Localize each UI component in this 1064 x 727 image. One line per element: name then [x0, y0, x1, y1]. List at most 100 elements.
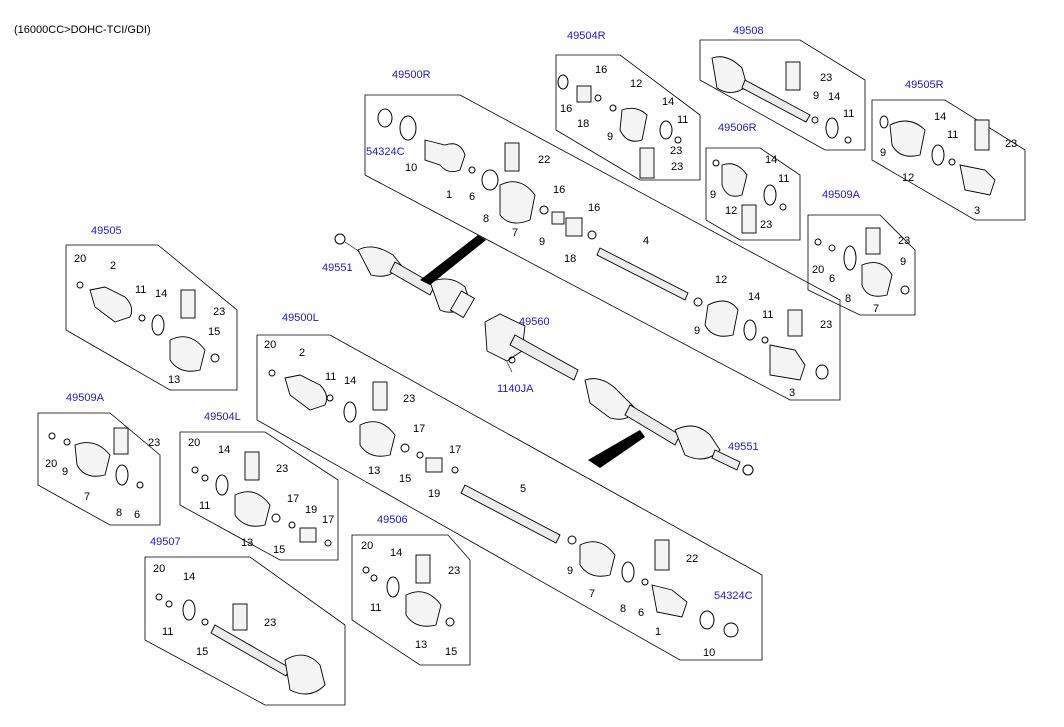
label-49504R[interactable]: 49504R — [567, 30, 606, 42]
label-49551-lower[interactable]: 49551 — [728, 441, 759, 453]
label-49509A-left[interactable]: 49509A — [66, 392, 105, 404]
part-label: 22 — [686, 553, 698, 565]
part-label: 11 — [162, 626, 173, 638]
label-49506[interactable]: 49506 — [377, 514, 408, 526]
part-label: 20 — [361, 540, 373, 552]
label-54324C-right[interactable]: 54324C — [366, 146, 405, 158]
part-label: 11 — [325, 371, 336, 383]
part-label: 9 — [62, 466, 68, 478]
label-49508[interactable]: 49508 — [733, 25, 764, 37]
part-label: 2 — [110, 260, 116, 272]
label-49500L[interactable]: 49500L — [282, 312, 319, 324]
part-label: 20 — [812, 264, 824, 276]
part-label: 14 — [748, 291, 760, 303]
frame-49504R — [555, 54, 701, 181]
label-49560[interactable]: 49560 — [519, 316, 550, 328]
part-label: 2 — [299, 347, 305, 359]
part-label: 1 — [446, 189, 452, 201]
part-label: 20 — [74, 253, 86, 265]
part-label: 20 — [264, 339, 276, 351]
part-label: 14 — [155, 288, 167, 300]
part-label: 3 — [974, 205, 980, 217]
part-label: 22 — [538, 154, 550, 166]
part-label: 13 — [415, 639, 427, 651]
part-label: 11 — [947, 129, 958, 141]
part-label: 23 — [213, 306, 225, 318]
part-label: 7 — [84, 491, 90, 503]
intermediate-shaft[interactable] — [484, 313, 579, 381]
part-label: 14 — [218, 444, 230, 456]
part-label: 6 — [829, 273, 835, 285]
part-label: 23 — [898, 235, 910, 247]
label-54324C-left[interactable]: 54324C — [714, 590, 753, 602]
part-label: 11 — [135, 284, 146, 296]
label-49504L[interactable]: 49504L — [204, 411, 241, 423]
part-label: 11 — [778, 173, 789, 185]
part-label: 23 — [148, 437, 160, 449]
part-label: 10 — [405, 162, 417, 174]
part-label: 9 — [694, 325, 700, 337]
left-drive-shaft[interactable] — [584, 378, 754, 476]
label-1140JA[interactable]: 1140JA — [497, 383, 534, 395]
frame-49509A-left — [37, 412, 161, 526]
part-label: 12 — [902, 172, 914, 184]
part-label: 8 — [845, 293, 851, 305]
part-label: 14 — [828, 91, 840, 103]
shaft-49508[interactable] — [711, 56, 811, 123]
part-label: 23 — [276, 463, 288, 475]
part-label: 23 — [448, 565, 460, 577]
part-label: 17 — [322, 514, 334, 526]
part-label: 14 — [765, 154, 777, 166]
part-label: 8 — [483, 213, 489, 225]
part-label: 14 — [344, 375, 356, 387]
part-label: 16 — [553, 184, 565, 196]
part-label: 14 — [934, 111, 946, 123]
frame-49500L — [256, 334, 763, 661]
part-label: 1 — [655, 626, 661, 638]
part-label: 13 — [368, 465, 380, 477]
part-label: 23 — [760, 219, 772, 231]
shaft-49507[interactable] — [210, 603, 326, 695]
frame-49507 — [144, 556, 346, 706]
label-49507[interactable]: 49507 — [150, 536, 181, 548]
part-label: 9 — [813, 90, 819, 102]
label-49506R[interactable]: 49506R — [718, 122, 757, 134]
part-label: 6 — [134, 509, 140, 521]
part-label: 11 — [762, 309, 773, 321]
label-49500R[interactable]: 49500R — [392, 69, 431, 81]
part-label: 20 — [153, 563, 165, 575]
part-label: 9 — [900, 256, 906, 268]
frame-49500R — [364, 94, 841, 401]
shaft-5[interactable] — [460, 484, 561, 544]
label-49505R[interactable]: 49505R — [905, 79, 944, 91]
part-label: 23 — [264, 617, 276, 629]
label-49551-upper[interactable]: 49551 — [322, 262, 353, 274]
component-shapes — [48, 74, 996, 638]
part-label: 11 — [370, 602, 381, 614]
part-label: 11 — [843, 108, 854, 120]
part-label: 16 — [595, 64, 607, 76]
part-label: 7 — [512, 227, 518, 239]
part-label: 8 — [620, 603, 626, 615]
part-label: 18 — [564, 253, 576, 265]
part-label: 23 — [403, 393, 415, 405]
part-label: 17 — [287, 493, 299, 505]
part-label: 6 — [638, 607, 644, 619]
label-49509A-right[interactable]: 49509A — [822, 189, 861, 201]
frame-49508 — [699, 39, 866, 151]
part-label: 13 — [241, 537, 253, 549]
part-label: 9 — [607, 131, 613, 143]
part-label: 15 — [273, 544, 285, 556]
part-label: 16 — [560, 103, 572, 115]
part-label: 12 — [725, 205, 737, 217]
part-label: 20 — [45, 458, 57, 470]
part-label: 19 — [305, 504, 317, 516]
frame-49506 — [351, 534, 471, 666]
frame-49505 — [65, 244, 238, 391]
right-drive-shaft[interactable] — [334, 233, 486, 319]
part-label: 14 — [183, 571, 195, 583]
shaft-4[interactable] — [596, 247, 689, 301]
label-49505[interactable]: 49505 — [91, 225, 122, 237]
part-label: 14 — [662, 96, 674, 108]
